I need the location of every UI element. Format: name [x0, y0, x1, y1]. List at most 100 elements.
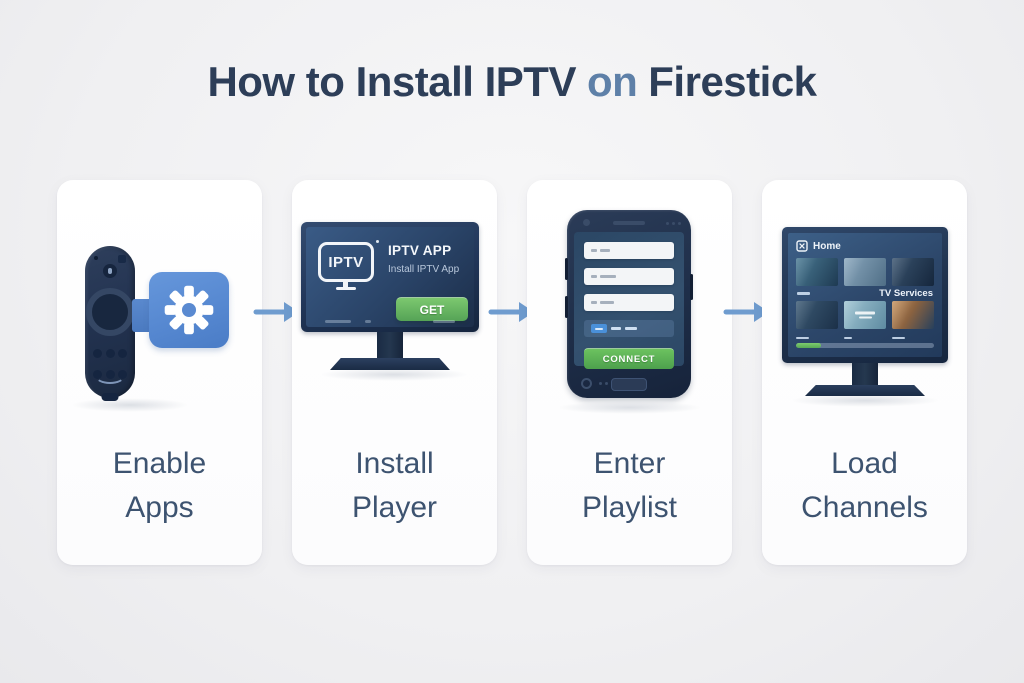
placeholder-dashes: [625, 327, 637, 330]
step-label-enable-apps: Enable Apps: [57, 442, 262, 530]
monitor-stand-neck: [377, 332, 403, 358]
step-card-load-channels: Home TV Services: [762, 180, 967, 565]
remote-button: [93, 349, 102, 358]
device-shadow: [557, 401, 702, 414]
phone-sensor-dots: [666, 222, 681, 225]
step-label-line2: Channels: [801, 491, 928, 524]
channel-thumbnail: [892, 301, 934, 329]
home-window-icon: [796, 240, 808, 252]
title-brand: Firestick: [648, 58, 817, 105]
playlist-input-field: [584, 242, 674, 259]
phone-side-button: [565, 258, 568, 280]
placeholder-dashes: [611, 327, 621, 330]
remote-logo-mark: [118, 255, 126, 263]
channel-thumbnail: [844, 258, 886, 286]
step-label-line1: Install: [355, 447, 434, 480]
loading-progress-bar: [796, 343, 934, 348]
channel-caption-dash: [797, 292, 810, 295]
device-shadow: [790, 394, 940, 407]
channel-caption-dash: [892, 336, 905, 339]
app-subtitle: Install IPTV App: [388, 264, 460, 275]
device-shadow: [71, 398, 189, 412]
device-shadow: [320, 368, 468, 381]
tv-stand-base: [805, 385, 925, 396]
monitor-screen: IPTV IPTV APP Install IPTV App GET: [306, 227, 474, 327]
home-label: Home: [813, 240, 841, 252]
title-connector: on: [586, 58, 638, 105]
channel-caption-dash: [844, 336, 852, 339]
phone-speaker-slot: [613, 221, 645, 225]
playlist-input-field: [584, 294, 674, 311]
phone-camera-dot: [583, 219, 590, 226]
remote-gear-connector: [132, 299, 152, 332]
step-card-install-player: IPTV IPTV APP Install IPTV App GET Insta…: [292, 180, 497, 565]
channel-captions: [796, 329, 934, 341]
placeholder-dashes: [600, 275, 616, 278]
title-main: How to Install IPTV: [207, 58, 576, 105]
arrow-right-icon: [253, 302, 299, 322]
placeholder-dashes: [600, 249, 610, 252]
phone-side-button: [565, 296, 568, 318]
channel-row: [796, 301, 934, 329]
placeholder-dashes: [591, 301, 597, 304]
channel-caption-dash: [796, 336, 809, 339]
step-label-line1: Enable: [112, 447, 207, 480]
placeholder-dashes: [591, 249, 597, 252]
gear-icon: [164, 285, 214, 335]
playlist-input-field: [584, 268, 674, 285]
phone-home-button: [611, 378, 647, 391]
microphone-button-icon: [103, 264, 117, 278]
monitor-illustration: IPTV IPTV APP Install IPTV App GET: [301, 222, 479, 332]
firestick-remote-illustration: [85, 246, 135, 401]
step-label-line2: Apps: [125, 491, 194, 524]
arrow-right-icon: [723, 302, 769, 322]
step-label-install-player: Install Player: [292, 442, 497, 530]
channel-thumbnail: [844, 301, 886, 329]
iptv-logo-stand: [343, 282, 348, 287]
iptv-logo-badge: IPTV: [318, 242, 374, 282]
connect-button: CONNECT: [584, 348, 674, 369]
step-card-enter-playlist: CONNECT Enter Playlist: [527, 180, 732, 565]
playlist-url-field: [584, 320, 674, 337]
url-badge: [591, 324, 607, 333]
step-label-line1: Enter: [593, 447, 666, 480]
iptv-logo-stand-base: [336, 287, 356, 290]
channel-row: [796, 258, 934, 286]
remote-pill-button: [101, 393, 119, 401]
progress-fill: [796, 343, 821, 348]
channel-thumbnail: [796, 258, 838, 286]
phone-screen: CONNECT: [574, 232, 684, 369]
dpad-ring-icon: [86, 288, 134, 336]
phone-nav-circle-icon: [581, 378, 592, 389]
tv-stand-neck: [852, 363, 878, 385]
channel-thumbnail: [796, 301, 838, 329]
iptv-logo-text: IPTV: [328, 253, 364, 271]
registered-mark-dot: [376, 240, 379, 243]
footer-dash: [325, 320, 351, 323]
placeholder-dashes: [600, 301, 614, 304]
screen-footer-dashes: [306, 320, 474, 323]
app-title: IPTV APP: [388, 243, 452, 258]
page-title: How to Install IPTV on Firestick: [0, 58, 1024, 106]
monitor-stand-base: [330, 358, 450, 370]
step-label-enter-playlist: Enter Playlist: [527, 442, 732, 530]
thumbnail-text-dashes: [855, 311, 875, 319]
settings-tile: [149, 272, 229, 348]
remote-led-dot: [94, 256, 98, 260]
step-label-line2: Player: [351, 491, 438, 524]
footer-dash: [365, 320, 371, 323]
step-label-line1: Load: [831, 447, 898, 480]
get-button: GET: [396, 297, 468, 321]
arrow-right-icon: [488, 302, 534, 322]
remote-smile-mark: [95, 368, 125, 384]
row-divider: TV Services: [796, 286, 934, 301]
step-label-load-channels: Load Channels: [762, 442, 967, 530]
step-card-enable-apps: Enable Apps: [57, 180, 262, 565]
tv-illustration: Home TV Services: [782, 227, 948, 363]
channel-thumbnail: [892, 258, 934, 286]
phone-illustration: CONNECT: [565, 210, 693, 398]
step-label-line2: Playlist: [581, 491, 678, 524]
remote-button: [105, 349, 115, 358]
tv-screen: Home TV Services: [788, 233, 942, 357]
